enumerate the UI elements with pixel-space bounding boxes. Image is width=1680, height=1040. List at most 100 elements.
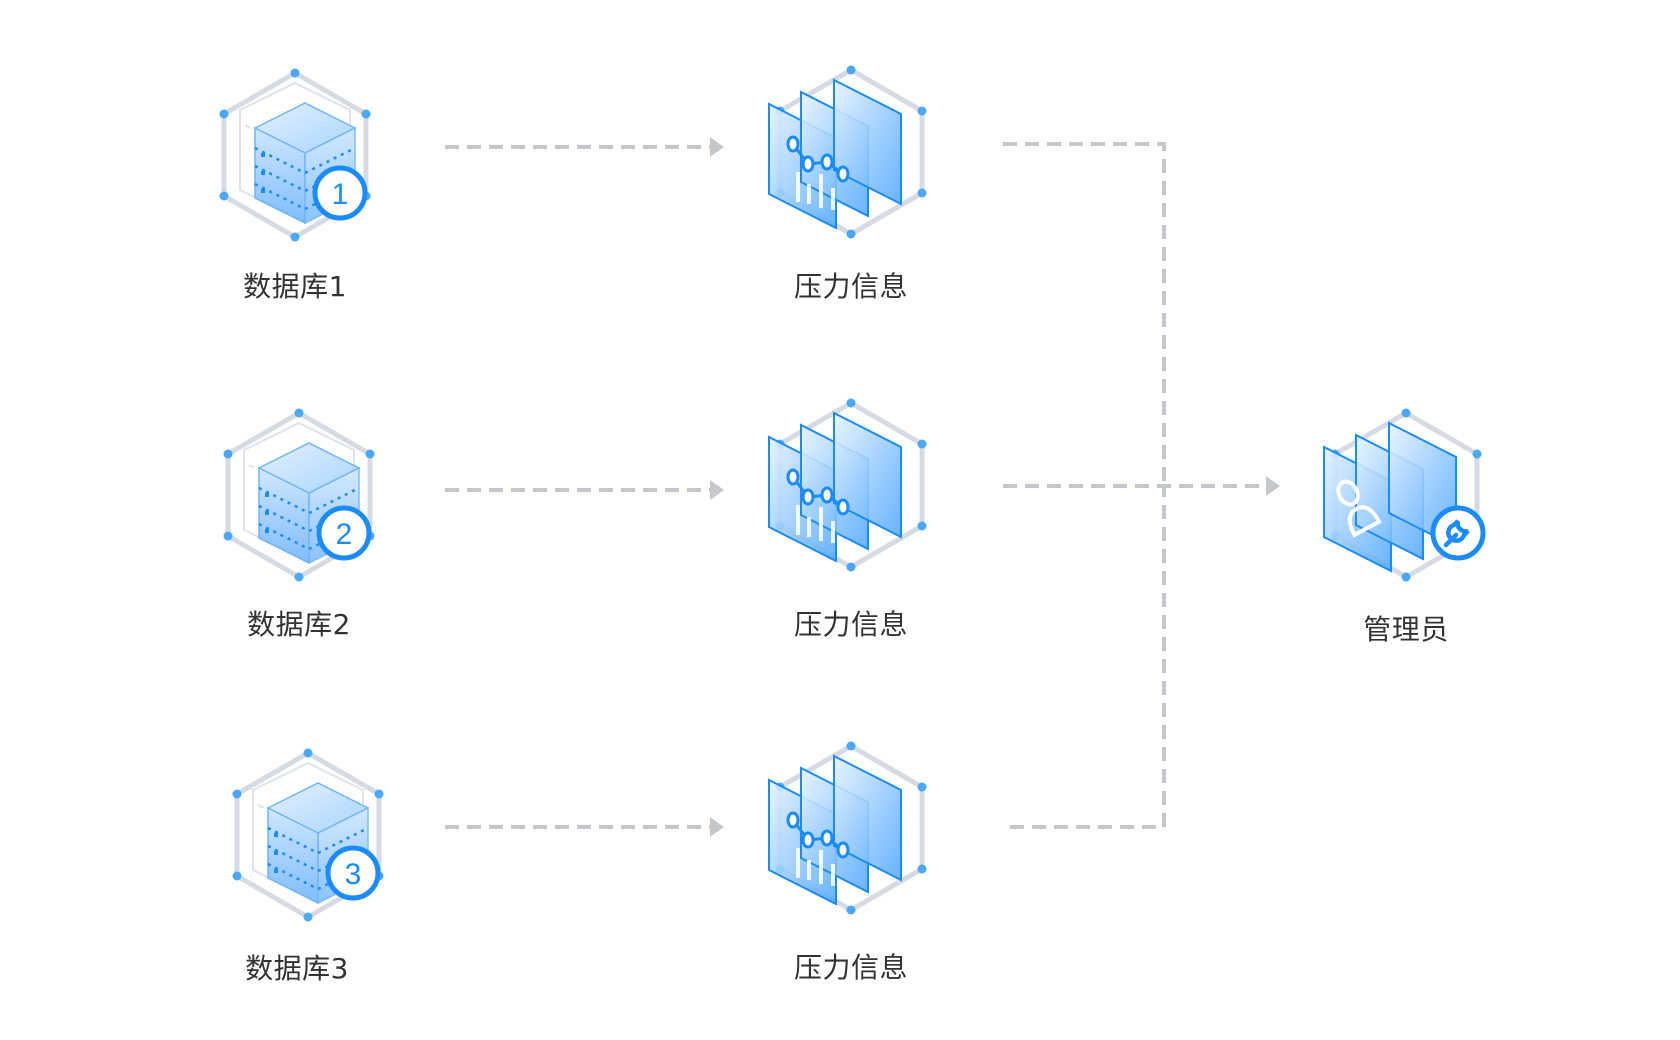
chart-point bbox=[836, 841, 850, 859]
admin-user-panels-icon bbox=[1323, 408, 1486, 582]
bar-mark bbox=[831, 188, 835, 210]
bar-mark bbox=[796, 172, 800, 202]
source-label: 数据库2 bbox=[247, 608, 351, 641]
vertex-dot bbox=[374, 789, 384, 799]
chart-point bbox=[820, 829, 834, 847]
pressure-label: 压力信息 bbox=[793, 270, 908, 303]
bar-mark bbox=[796, 505, 800, 535]
stacked-chart-panels-icon bbox=[768, 65, 927, 239]
chart-point bbox=[836, 165, 850, 183]
vertex-dot bbox=[290, 68, 300, 78]
server-slot-line bbox=[267, 826, 369, 855]
edge-pressure3-merge bbox=[1010, 486, 1166, 829]
server-led bbox=[261, 171, 265, 175]
server-slot-line bbox=[254, 146, 356, 175]
vertex-dot bbox=[290, 232, 300, 242]
server-slot-line bbox=[254, 164, 356, 193]
vertex-dot bbox=[846, 562, 856, 572]
database-cube-icon: 3 bbox=[232, 748, 384, 922]
vertex-dot bbox=[361, 109, 371, 119]
bar-mark bbox=[807, 860, 811, 880]
vertex-dot bbox=[365, 449, 375, 459]
vertex-dot bbox=[1472, 449, 1482, 459]
admin-node[interactable]: 管理员 bbox=[1296, 405, 1516, 646]
bar-mark bbox=[819, 174, 823, 208]
bar-mark bbox=[796, 848, 800, 878]
chart-point bbox=[801, 488, 815, 506]
server-led bbox=[265, 493, 269, 497]
vertex-dot bbox=[223, 449, 233, 459]
vertex-dot bbox=[294, 408, 304, 418]
svg-text:2: 2 bbox=[336, 518, 353, 551]
database-cube-icon: 1 bbox=[219, 68, 371, 242]
server-led bbox=[261, 153, 265, 157]
source-node-2[interactable]: 2 数据库2 bbox=[189, 395, 409, 641]
glass-panel bbox=[833, 411, 902, 539]
pressure-node-3[interactable]: 压力信息 bbox=[741, 738, 961, 984]
source-node-3[interactable]: 3 数据库3 bbox=[198, 735, 418, 985]
chart-point bbox=[801, 155, 815, 173]
source-label: 数据库3 bbox=[245, 952, 349, 985]
arrowhead-admin bbox=[1266, 476, 1280, 496]
source-node-1[interactable]: 1 数据库1 bbox=[185, 55, 405, 303]
server-led bbox=[265, 529, 269, 533]
vertex-dot bbox=[232, 789, 242, 799]
chart-point bbox=[786, 811, 800, 829]
bar-mark bbox=[831, 864, 835, 886]
user-glyph bbox=[1336, 479, 1382, 538]
chart-point bbox=[820, 486, 834, 504]
vertex-dot bbox=[917, 439, 927, 449]
server-slot-line bbox=[258, 486, 360, 515]
server-slot-line bbox=[254, 182, 356, 211]
vertex-dot bbox=[303, 912, 313, 922]
vertex-dot bbox=[917, 782, 927, 792]
vertex-dot bbox=[846, 398, 856, 408]
vertex-dot bbox=[846, 905, 856, 915]
stacked-chart-panels-icon bbox=[768, 741, 927, 915]
line-chart bbox=[791, 819, 844, 852]
vertex-dot bbox=[917, 106, 927, 116]
bar-mark bbox=[807, 184, 811, 204]
pressure-node-2[interactable]: 压力信息 bbox=[741, 395, 961, 641]
server-slot-line bbox=[267, 862, 369, 891]
vertex-dot bbox=[1401, 572, 1411, 582]
pressure-node-1[interactable]: 压力信息 bbox=[741, 62, 961, 303]
server-led bbox=[265, 511, 269, 515]
bar-mark bbox=[831, 521, 835, 543]
vertex-dot bbox=[917, 188, 927, 198]
vertex-dot bbox=[917, 864, 927, 874]
server-slot-line bbox=[267, 844, 369, 873]
bar-mark bbox=[819, 850, 823, 884]
chart-point bbox=[786, 468, 800, 486]
chart-point bbox=[836, 498, 850, 516]
vertex-dot bbox=[219, 191, 229, 201]
vertex-dot bbox=[219, 109, 229, 119]
number-badge: 2 bbox=[316, 505, 372, 561]
glass-panel bbox=[833, 754, 902, 882]
database-cube-icon: 2 bbox=[223, 408, 375, 582]
vertex-dot bbox=[846, 65, 856, 75]
glass-panel bbox=[833, 78, 902, 206]
chart-point bbox=[786, 135, 800, 153]
server-slot-line bbox=[258, 522, 360, 551]
edge-pressure1-merge bbox=[1003, 142, 1166, 486]
bar-mark bbox=[807, 517, 811, 537]
admin-label: 管理员 bbox=[1363, 613, 1449, 646]
arrowhead-1 bbox=[710, 137, 724, 157]
svg-text:3: 3 bbox=[345, 858, 362, 891]
pressure-label: 压力信息 bbox=[793, 951, 908, 984]
server-slot-line bbox=[258, 504, 360, 533]
vertex-dot bbox=[232, 871, 242, 881]
vertex-dot bbox=[294, 572, 304, 582]
chart-point bbox=[801, 831, 815, 849]
vertex-dot bbox=[846, 229, 856, 239]
line-chart bbox=[791, 476, 844, 509]
number-badge: 1 bbox=[312, 165, 368, 221]
vertex-dot bbox=[303, 748, 313, 758]
vertex-dot bbox=[1401, 408, 1411, 418]
server-led bbox=[274, 869, 278, 873]
source-label: 数据库1 bbox=[243, 270, 347, 303]
number-badge: 3 bbox=[325, 845, 381, 901]
chart-point bbox=[820, 153, 834, 171]
